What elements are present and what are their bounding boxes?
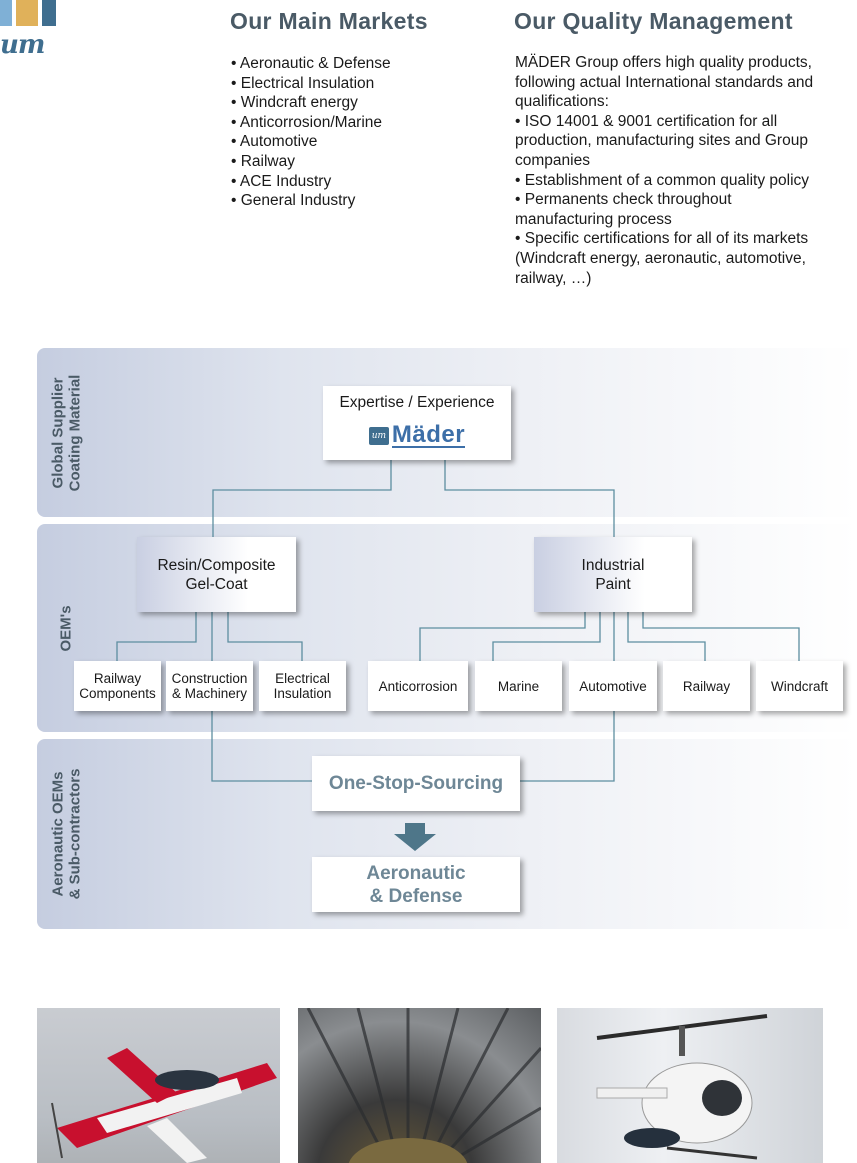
industrial-paint-box: Industrial Paint — [534, 537, 692, 612]
quality-intro: MÄDER Group offers high quality products… — [515, 54, 814, 111]
quality-bullet: ISO 14001 & 9001 certification for all p… — [515, 112, 815, 171]
band-label-oems: OEM's — [57, 604, 75, 652]
quality-text: MÄDER Group offers high quality products… — [515, 53, 815, 288]
quality-bullet: Specific certifications for all of its m… — [515, 229, 815, 288]
markets-list: Aeronautic & Defense Electrical Insulati… — [231, 54, 391, 211]
band-label-global-supplier: Global Supplier Coating Material — [49, 374, 83, 491]
mader-logo-word: Mäder — [391, 421, 466, 448]
list-item: Automotive — [231, 132, 391, 152]
photo-aerobatic-plane — [37, 1008, 280, 1163]
leaf-windcraft: Windcraft — [756, 661, 843, 711]
quality-bullet: Permanents check throughout manufacturin… — [515, 190, 815, 229]
mader-logo-icon: um — [368, 427, 389, 445]
leaf-automotive: Automotive — [569, 661, 657, 711]
list-item: Aeronautic & Defense — [231, 54, 391, 74]
list-item: ACE Industry — [231, 172, 391, 192]
list-item: Electrical Insulation — [231, 74, 391, 94]
logo-bar-dark — [42, 0, 56, 26]
down-arrow-icon — [394, 823, 436, 851]
aeronautic-defense-box: Aeronautic & Defense — [312, 857, 520, 912]
company-logo: um — [0, 0, 70, 60]
quality-bullet: Establishment of a common quality policy — [515, 171, 815, 191]
expertise-label: Expertise / Experience — [339, 394, 495, 411]
band-label-aeronautic-oems: Aeronautic OEMs & Sub-contractors — [49, 768, 84, 900]
photo-helicopter — [557, 1008, 823, 1163]
logo-bar-blue — [0, 0, 12, 26]
resin-composite-box: Resin/Composite Gel-Coat — [137, 537, 296, 612]
leaf-anticorrosion: Anticorrosion — [368, 661, 468, 711]
logo-mark: um — [0, 30, 45, 60]
markets-title: Our Main Markets — [230, 8, 428, 34]
leaf-railway: Railway — [663, 661, 750, 711]
leaf-construction-machinery: Construction& Machinery — [166, 661, 253, 711]
logo-bar-gold — [16, 0, 38, 26]
mader-logo: um Mäder — [368, 421, 466, 448]
list-item: General Industry — [231, 191, 391, 211]
photo-turbine-blades — [298, 1008, 541, 1163]
one-stop-sourcing-box: One-Stop-Sourcing — [312, 756, 520, 811]
list-item: Anticorrosion/Marine — [231, 113, 391, 133]
list-item: Railway — [231, 152, 391, 172]
leaf-marine: Marine — [475, 661, 562, 711]
list-item: Windcraft energy — [231, 93, 391, 113]
expertise-box: Expertise / Experience um Mäder — [323, 386, 511, 460]
quality-title: Our Quality Management — [514, 8, 793, 34]
